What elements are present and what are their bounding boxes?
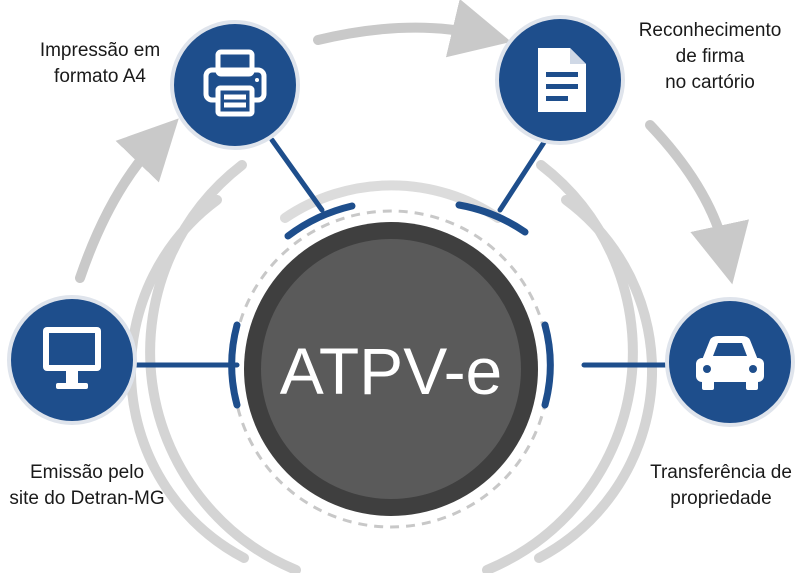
label-line: Reconhecimento [638,20,782,41]
document-icon [538,48,586,112]
label-line: site do Detran-MG [9,488,165,509]
node-reconhecimento [495,15,625,145]
center-title: ATPV-e [280,334,503,408]
label-emissao: Emissão pelo site do Detran-MG [2,460,172,512]
label-impressao: Impressão em formato A4 [30,38,170,90]
label-transferencia: Transferência de propriedade [640,460,802,512]
node-transferencia [665,297,795,427]
label-reconhecimento: Reconhecimento de firma no cartório [630,18,790,96]
outer-arcs [126,160,657,573]
label-line: propriedade [670,488,772,509]
monitor-icon [43,327,101,389]
label-line: no cartório [665,72,755,93]
label-line: Impressão em [39,40,161,61]
arrow-impressao-to-reconhecimento [313,0,512,58]
label-line: Emissão pelo [29,462,145,483]
connectors [122,127,683,409]
printer-icon [203,49,267,117]
arrow-reconhecimento-to-transferencia [645,120,749,285]
label-line: Transferência de [650,462,792,483]
arrow-emissao-to-impressao [75,118,179,283]
node-emissao [7,295,137,425]
center-node: ATPV-e [244,222,538,516]
car-icon [696,336,764,390]
node-impressao [170,20,300,150]
label-line: de firma [675,46,745,67]
label-line: formato A4 [54,66,146,87]
flow-arrows [75,0,749,285]
